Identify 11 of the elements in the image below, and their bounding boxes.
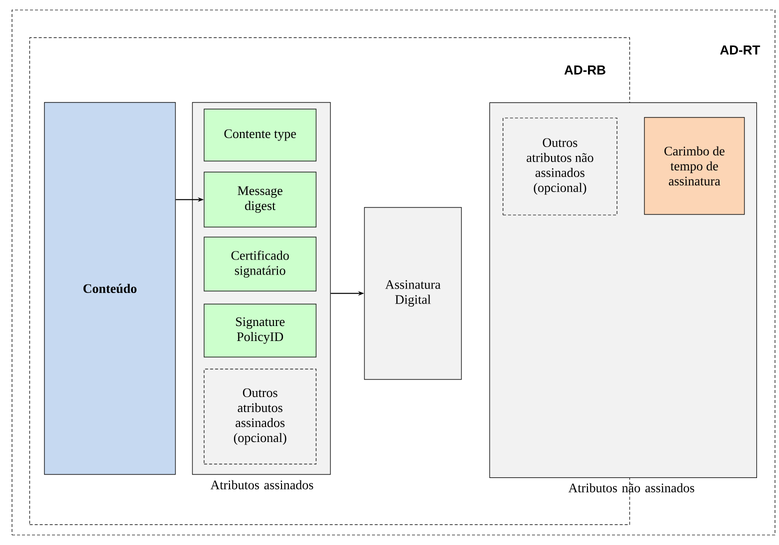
- attribute-box: Outros atributos assinados (opcional): [204, 368, 316, 464]
- attribute-box: Signature PolicyID: [204, 304, 316, 358]
- timestamp-box: Carimbo de tempo de assinatura: [644, 117, 745, 215]
- attribute-box: Certificado signatário: [204, 236, 316, 292]
- node-label: Atributos assinados: [210, 480, 314, 490]
- content-box: Conteúdo: [44, 102, 176, 475]
- attribute-box: Contente type: [204, 108, 316, 162]
- signature-box: Assinatura Digital: [364, 207, 462, 380]
- attribute-box: Message digest: [204, 172, 316, 228]
- attribute-box: Outros atributos não assinados (opcional): [502, 118, 618, 216]
- node-label: Atributos não assinados: [568, 483, 694, 492]
